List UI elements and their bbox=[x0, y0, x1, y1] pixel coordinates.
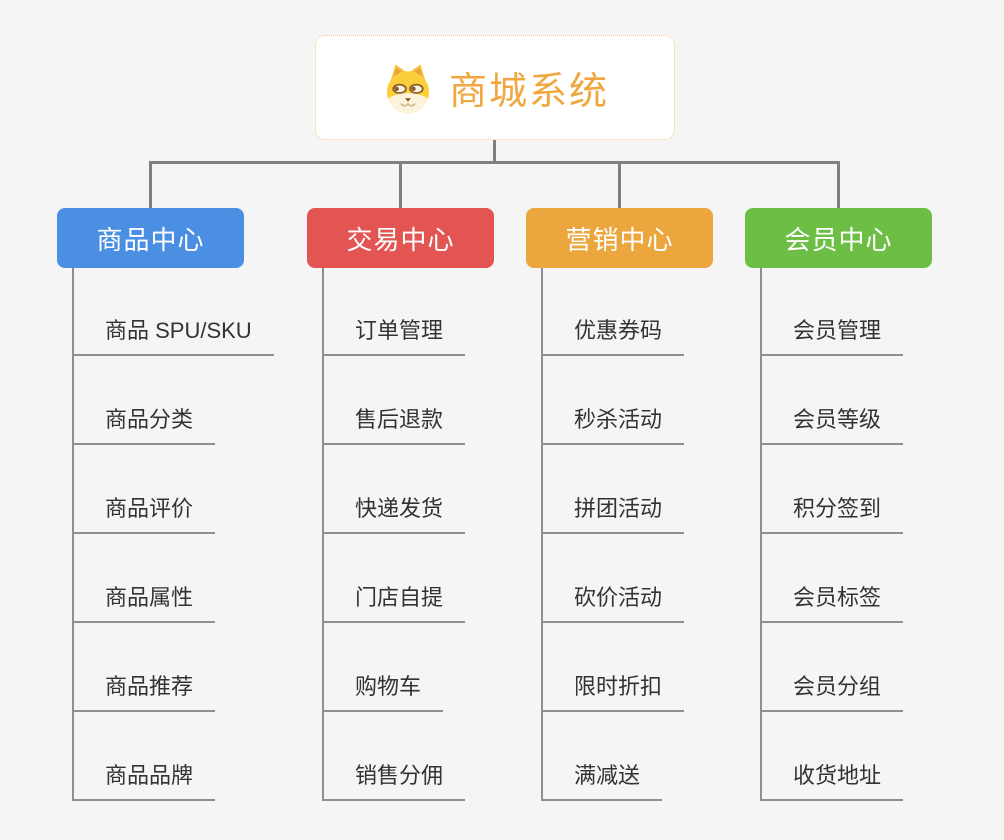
leaf-node[interactable]: 订单管理 bbox=[322, 316, 466, 356]
leaf-node[interactable]: 砍价活动 bbox=[541, 583, 685, 623]
leaf-node[interactable]: 快递发货 bbox=[322, 494, 466, 534]
branch-drop-line bbox=[837, 163, 840, 208]
branch-node-label: 会员中心 bbox=[784, 224, 893, 255]
leaf-node[interactable]: 收货地址 bbox=[760, 761, 904, 801]
root-connector-line bbox=[493, 140, 496, 163]
leaf-node[interactable]: 商品评价 bbox=[72, 494, 216, 534]
branch-node-label: 交易中心 bbox=[346, 224, 455, 255]
leaf-node[interactable]: 会员管理 bbox=[760, 316, 904, 356]
branch-drop-line bbox=[618, 163, 621, 208]
branch-node-label: 商品中心 bbox=[96, 224, 205, 255]
leaf-node[interactable]: 商品品牌 bbox=[72, 761, 216, 801]
root-node[interactable]: 商城系统 bbox=[315, 35, 675, 140]
leaf-node[interactable]: 销售分佣 bbox=[322, 761, 466, 801]
leaf-node[interactable]: 售后退款 bbox=[322, 405, 466, 445]
branch-node-label: 营销中心 bbox=[565, 224, 674, 255]
leaf-node[interactable]: 商品属性 bbox=[72, 583, 216, 623]
branch-bus-line bbox=[149, 161, 840, 164]
leaf-node[interactable]: 限时折扣 bbox=[541, 672, 685, 712]
shiba-dog-icon bbox=[381, 61, 435, 115]
leaf-node[interactable]: 商品分类 bbox=[72, 405, 216, 445]
branch-node-marketing[interactable]: 营销中心 bbox=[526, 208, 713, 268]
leaf-node[interactable]: 购物车 bbox=[322, 672, 444, 712]
leaf-node[interactable]: 拼团活动 bbox=[541, 494, 685, 534]
leaf-node[interactable]: 积分签到 bbox=[760, 494, 904, 534]
leaf-node[interactable]: 商品 SPU/SKU bbox=[72, 316, 274, 356]
leaf-node[interactable]: 满减送 bbox=[541, 761, 663, 801]
leaf-node[interactable]: 秒杀活动 bbox=[541, 405, 685, 445]
branch-node-trade[interactable]: 交易中心 bbox=[307, 208, 494, 268]
branch-node-member[interactable]: 会员中心 bbox=[745, 208, 932, 268]
branch-node-goods[interactable]: 商品中心 bbox=[57, 208, 244, 268]
leaf-node[interactable]: 会员标签 bbox=[760, 583, 904, 623]
leaf-node[interactable]: 优惠券码 bbox=[541, 316, 685, 356]
root-node-title: 商城系统 bbox=[448, 71, 609, 113]
branch-drop-line bbox=[149, 163, 152, 208]
leaf-node[interactable]: 门店自提 bbox=[322, 583, 466, 623]
leaf-node[interactable]: 商品推荐 bbox=[72, 672, 216, 712]
branch-drop-line bbox=[399, 163, 402, 208]
leaf-node[interactable]: 会员分组 bbox=[760, 672, 904, 712]
leaf-node[interactable]: 会员等级 bbox=[760, 405, 904, 445]
